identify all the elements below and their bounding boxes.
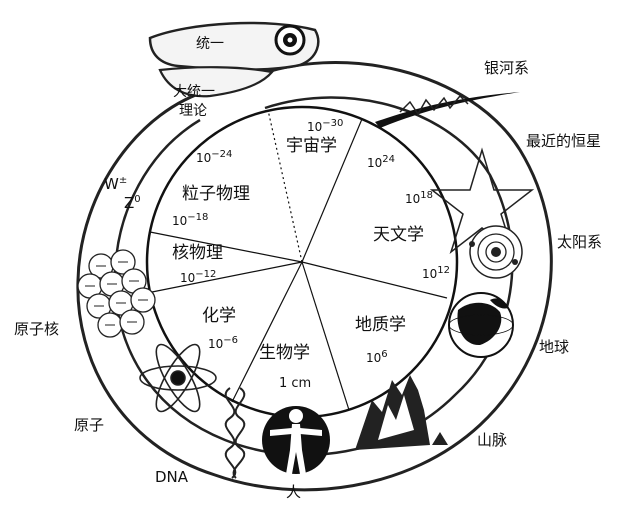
scale-e24: 1024: [367, 155, 395, 169]
snake-eye-glint: [288, 38, 293, 43]
scale-e-minus18: 10−18: [172, 213, 208, 227]
scale-e12: 1012: [422, 266, 450, 280]
dna-label: DNA: [155, 470, 188, 485]
nearest-star-label: 最近的恒星: [526, 134, 601, 149]
scale-e18: 1018: [405, 191, 433, 205]
grand-unified-label-line2: 理论: [179, 104, 207, 118]
unified-label: 统一: [196, 37, 224, 51]
z-boson-label: Z0: [124, 195, 141, 211]
solar-system-icon: [469, 226, 522, 278]
nucleus-icon: [78, 250, 155, 337]
nucleus-label: 原子核: [14, 322, 59, 337]
earth-icon: [449, 293, 513, 357]
sector-astronomy-label: 天文学: [373, 227, 424, 244]
earth-label: 地球: [539, 340, 569, 355]
atom-label: 原子: [74, 418, 104, 433]
scale-e-minus24: 10−24: [196, 150, 232, 164]
sector-geology-label: 地质学: [355, 317, 406, 334]
scale-one-cm: 1 cm: [279, 377, 311, 390]
solar-system-label: 太阳系: [557, 235, 602, 250]
sector-biology-label: 生物学: [259, 345, 310, 362]
human-icon: [262, 406, 330, 474]
scale-e6: 106: [366, 350, 388, 364]
sector-nuclear-physics-label: 核物理: [172, 245, 223, 262]
w-boson-label: W±: [104, 176, 127, 192]
sector-cosmology-label: 宇宙学: [286, 138, 337, 155]
scale-e-minus12: 10−12: [180, 270, 216, 284]
scale-e-minus30: 10−30: [307, 119, 343, 133]
grand-unified-label-line1: 大统一: [173, 85, 215, 99]
scale-e-minus6: 10−6: [208, 336, 238, 350]
sector-chemistry-label: 化学: [202, 308, 236, 325]
sector-particle-physics-label: 粒子物理: [182, 186, 250, 203]
galaxy-label: 银河系: [484, 61, 529, 76]
mountains-label: 山脉: [477, 433, 507, 448]
human-label: 人: [286, 485, 301, 500]
